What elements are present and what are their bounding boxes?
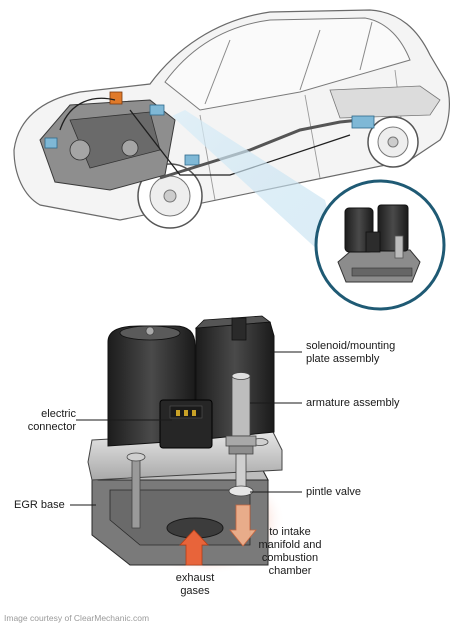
- image-credit: Image courtesy of ClearMechanic.com: [4, 613, 150, 623]
- armature-label: armature assembly: [306, 397, 400, 410]
- leader-lines: [70, 351, 302, 506]
- car-illustration: [13, 9, 450, 229]
- electric-connector-label-line1: electric: [41, 408, 76, 420]
- callout-egr-valve-icon: [337, 204, 421, 283]
- intake-label-line1: to intake: [269, 526, 311, 538]
- callout-beam: [172, 110, 345, 275]
- engine: [39, 91, 200, 191]
- solenoid-label: solenoid/mounting plate assembly: [306, 340, 395, 366]
- intake-label-line3: combustion: [261, 552, 319, 564]
- electric-connector-label-line2: connector: [27, 421, 76, 433]
- intake-flow-arrow: [229, 504, 257, 547]
- callout-circle: [314, 179, 446, 311]
- solenoid-label-line1: solenoid/mounting: [306, 340, 396, 352]
- egr-valve-main: [87, 315, 285, 575]
- exhaust-label-line2: gases: [180, 585, 210, 597]
- pintle-valve-part: [228, 453, 254, 497]
- mounting-bolt: [126, 452, 146, 529]
- rear-wheel: [367, 116, 419, 168]
- intake-label-line4: chamber: [268, 565, 312, 577]
- exhaust-flow-arrow: [179, 529, 209, 566]
- pintle-valve-label: pintle valve: [306, 486, 361, 499]
- electric-connector-label: electric connector: [22, 408, 76, 434]
- front-wheel: [137, 163, 203, 229]
- intake-label: to intake manifold and combustion chambe…: [240, 526, 340, 578]
- egr-base-label: EGR base: [14, 499, 65, 512]
- exhaust-label-line1: exhaust: [175, 572, 215, 584]
- intake-label-line2: manifold and: [258, 539, 322, 551]
- exhaust-label: exhaust gases: [160, 572, 230, 598]
- armature-label-line1: armature assembly: [306, 397, 400, 409]
- pintle-valve-label-line1: pintle valve: [306, 486, 362, 498]
- egr-base-label-line1: EGR base: [14, 499, 65, 511]
- solenoid-label-line2: plate assembly: [306, 353, 380, 365]
- electric-connector-part: [159, 399, 213, 449]
